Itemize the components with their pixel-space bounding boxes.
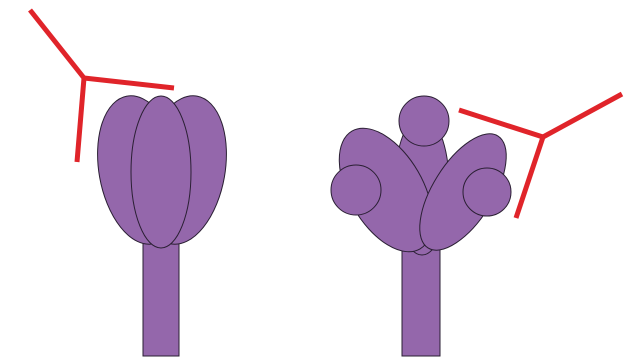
closed-receptor [87,89,238,356]
open-receptor-stalk [402,243,440,356]
open-receptor-top-ball [399,96,449,146]
open-receptor-right-ball [463,168,511,216]
closed-receptor-center-petal [131,96,191,248]
open-receptor [320,96,523,356]
open-receptor-left-ball [331,165,381,215]
closed-receptor-stalk [143,243,179,356]
